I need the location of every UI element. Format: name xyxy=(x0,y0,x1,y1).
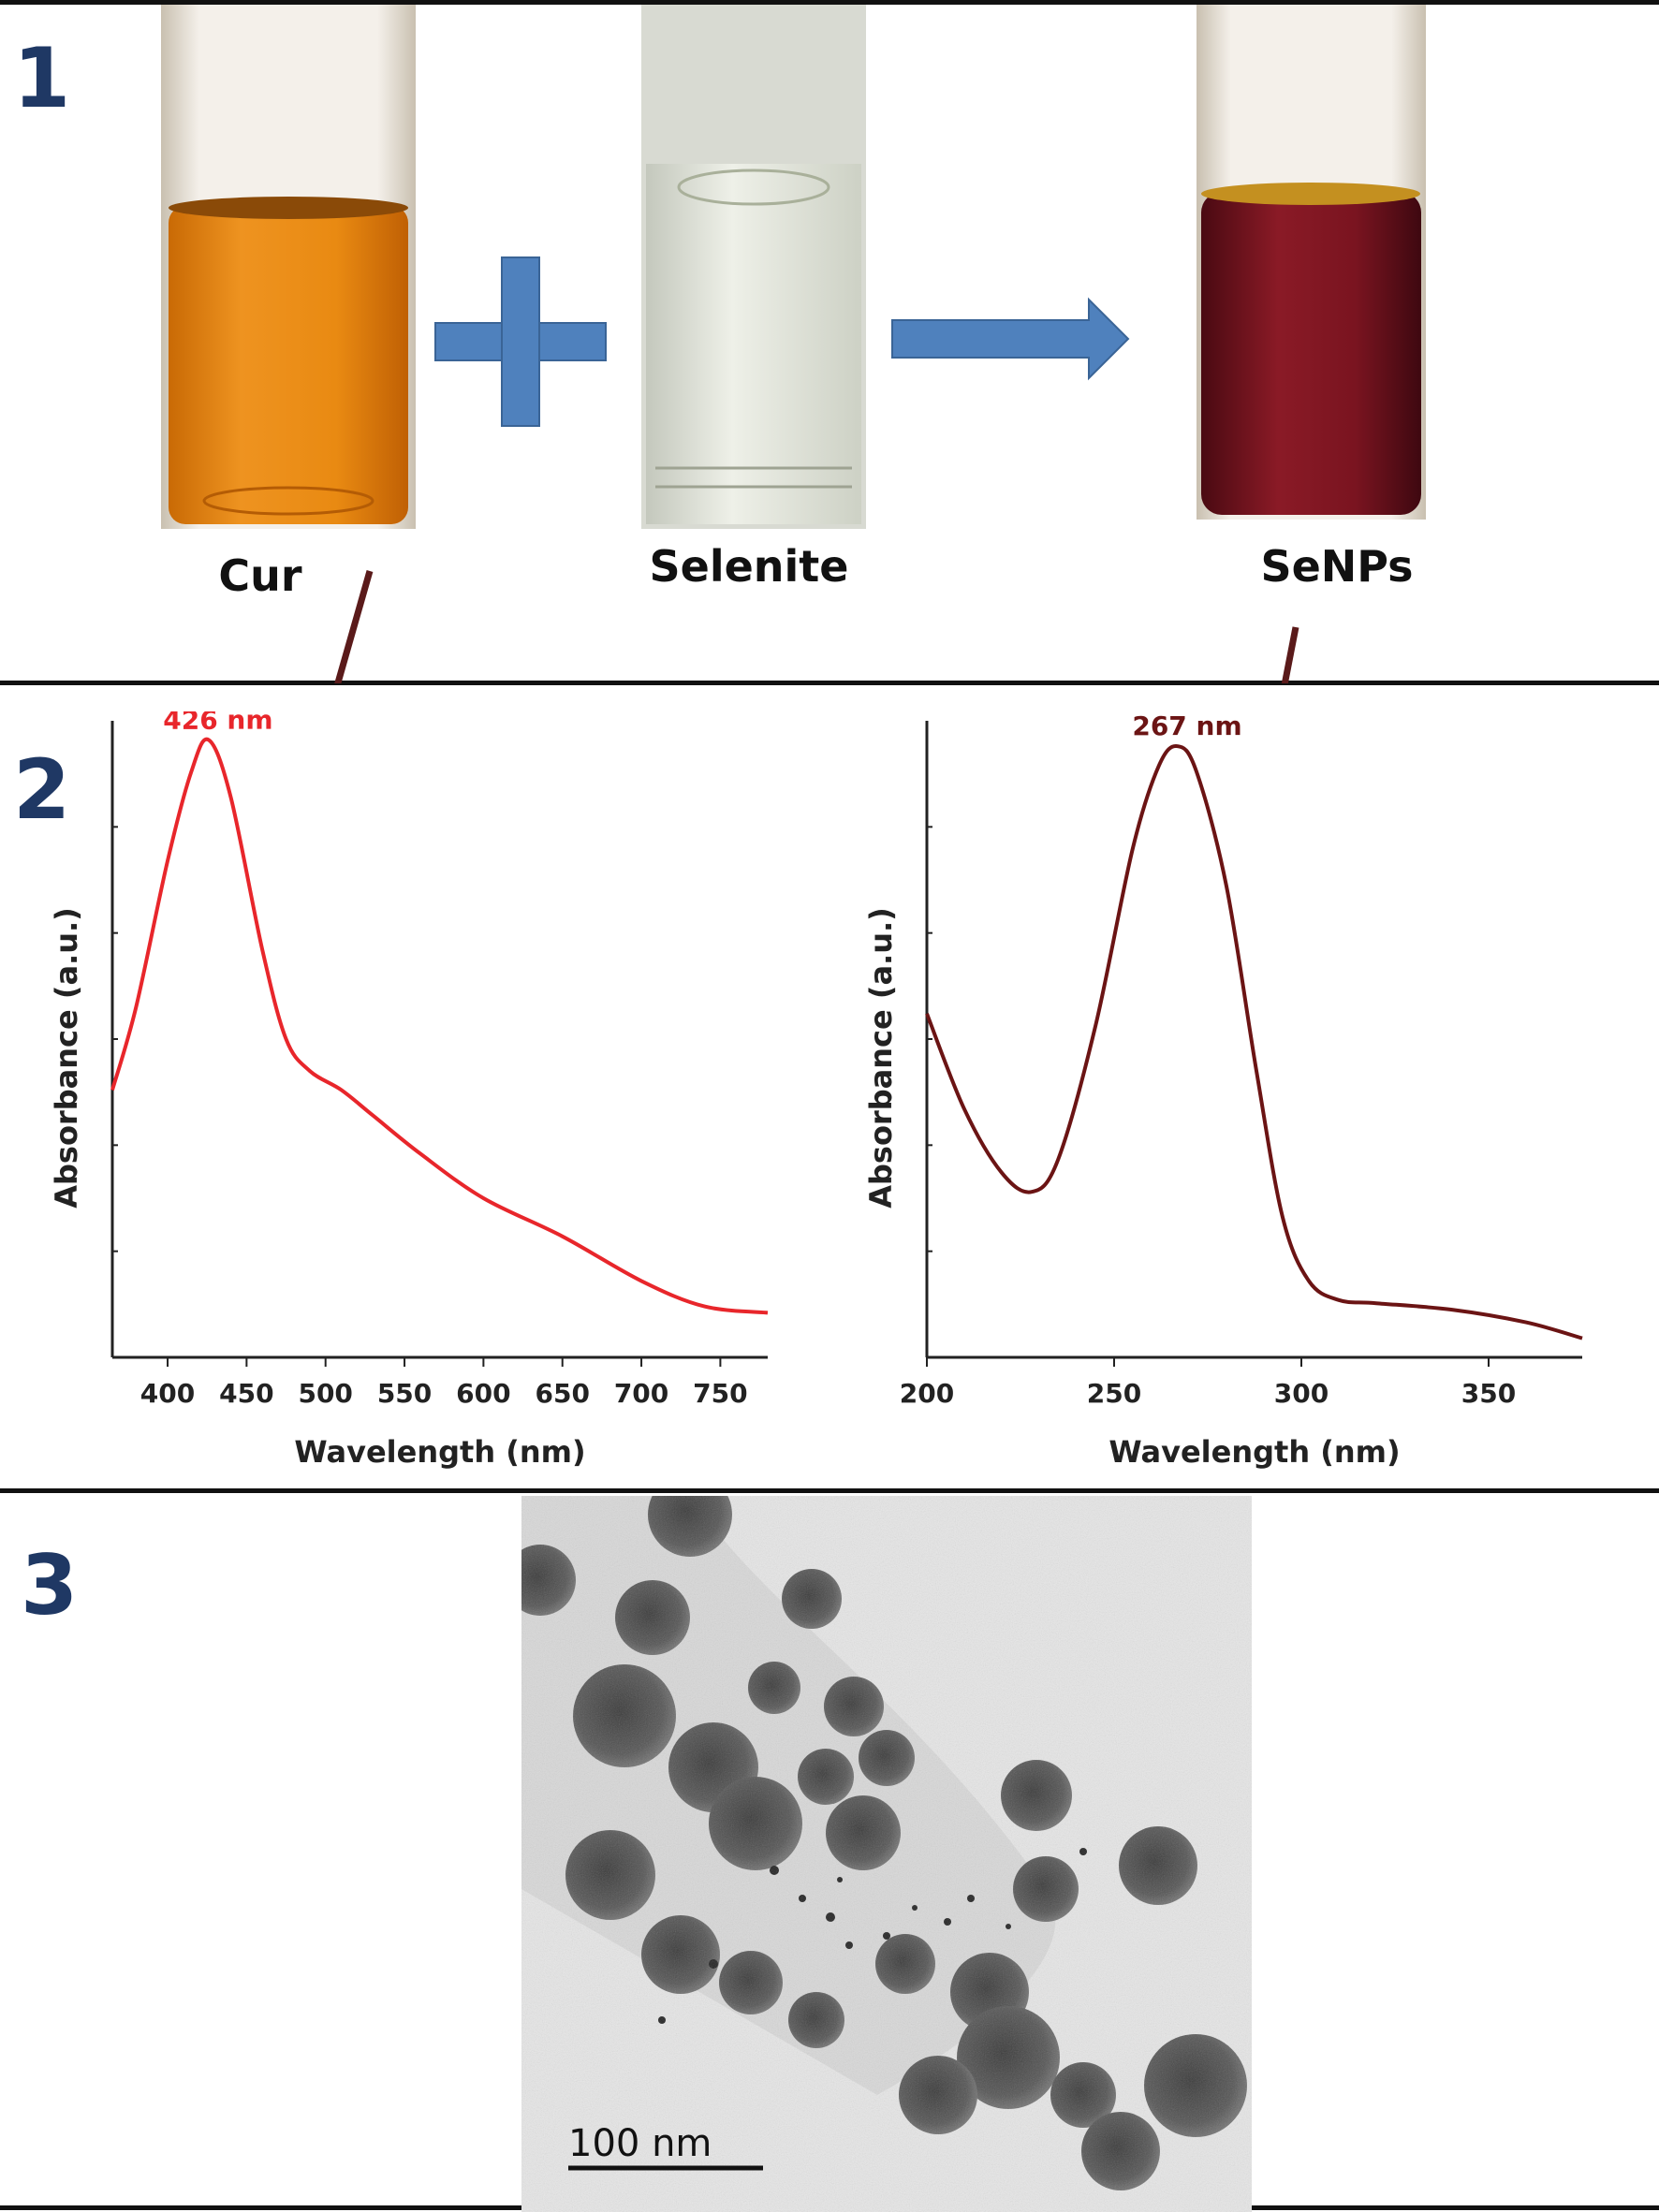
y-axis-title: Absorbance (a.u.) xyxy=(49,907,84,1209)
x-axis-title: Wavelength (nm) xyxy=(1108,1434,1400,1470)
x-tick-label: 550 xyxy=(377,1378,432,1409)
selenite-vial xyxy=(641,5,866,529)
selenite-label: Selenite xyxy=(649,541,849,592)
x-tick-label: 750 xyxy=(693,1378,747,1409)
senps-vial xyxy=(1197,5,1426,520)
x-tick-label: 650 xyxy=(535,1378,589,1409)
peak-label: 267 nm xyxy=(1132,711,1241,741)
x-tick-label: 350 xyxy=(1461,1378,1516,1409)
senps-label: SeNPs xyxy=(1260,541,1414,592)
panel-number-1: 1 xyxy=(13,30,71,126)
divider-2-3 xyxy=(0,1488,1659,1493)
cur-liquid xyxy=(169,206,408,524)
panel-number-2: 2 xyxy=(13,741,71,838)
x-tick-label: 700 xyxy=(614,1378,668,1409)
x-tick-label: 200 xyxy=(900,1378,954,1409)
panel-number-3: 3 xyxy=(21,1537,79,1633)
selenite-liquid xyxy=(646,164,861,524)
top-divider xyxy=(0,0,1659,5)
x-axis-title: Wavelength (nm) xyxy=(294,1434,585,1470)
divider-1-2 xyxy=(0,681,1659,685)
absorbance-line xyxy=(925,744,1583,1340)
tem-micrograph: 100 nm xyxy=(521,1496,1252,2212)
x-tick-label: 300 xyxy=(1274,1378,1329,1409)
x-tick-label: 600 xyxy=(456,1378,510,1409)
pointer-arrow-cur xyxy=(334,570,374,683)
senps-meniscus xyxy=(1201,183,1420,205)
x-tick-label: 400 xyxy=(140,1378,195,1409)
cur-label: Cur xyxy=(218,550,302,601)
arrow-right-icon xyxy=(891,297,1130,381)
reaction-scheme xyxy=(161,5,1426,683)
x-tick-label: 450 xyxy=(219,1378,273,1409)
absorbance-line xyxy=(110,737,769,1315)
plus-icon xyxy=(434,256,607,427)
pointer-arrow-senps xyxy=(1281,626,1299,683)
cur-vial xyxy=(161,5,416,529)
scale-bar-label: 100 nm xyxy=(568,2122,712,2165)
cur-meniscus xyxy=(169,197,408,219)
peak-label: 426 nm xyxy=(163,711,272,735)
y-axis-title: Absorbance (a.u.) xyxy=(863,907,899,1209)
senps-liquid xyxy=(1201,192,1421,515)
x-tick-label: 250 xyxy=(1087,1378,1141,1409)
x-tick-label: 500 xyxy=(298,1378,352,1409)
